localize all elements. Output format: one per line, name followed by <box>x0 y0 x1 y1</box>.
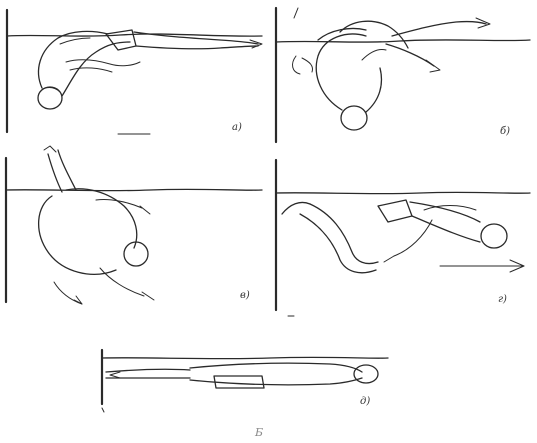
swimmer-figure <box>282 200 507 273</box>
water-surface <box>102 357 388 358</box>
swimmer-figure <box>106 363 378 388</box>
figure-caption: Б <box>254 426 263 439</box>
panel-d-label: д) <box>360 396 370 407</box>
panel-b: б) <box>276 8 530 142</box>
swimmer-figure <box>38 30 262 109</box>
panel-a: а) <box>7 10 262 134</box>
panel-b-label: б) <box>500 126 510 137</box>
panel-v: в) <box>6 146 262 304</box>
water-surface <box>7 34 262 36</box>
swimmer-figure <box>39 146 154 304</box>
panel-d: д) <box>102 350 388 412</box>
swimmer-head <box>354 365 378 383</box>
swimmer-head <box>124 242 148 266</box>
panel-g: г) <box>276 160 530 316</box>
panel-g-label: г) <box>498 294 507 305</box>
panel-a-label: а) <box>232 122 242 133</box>
water-surface <box>6 189 262 190</box>
water-surface <box>276 192 530 193</box>
swimmer-head <box>341 106 367 130</box>
swimmer-head <box>481 224 507 248</box>
panel-v-label: в) <box>240 290 250 301</box>
swimmer-figure <box>293 18 490 130</box>
